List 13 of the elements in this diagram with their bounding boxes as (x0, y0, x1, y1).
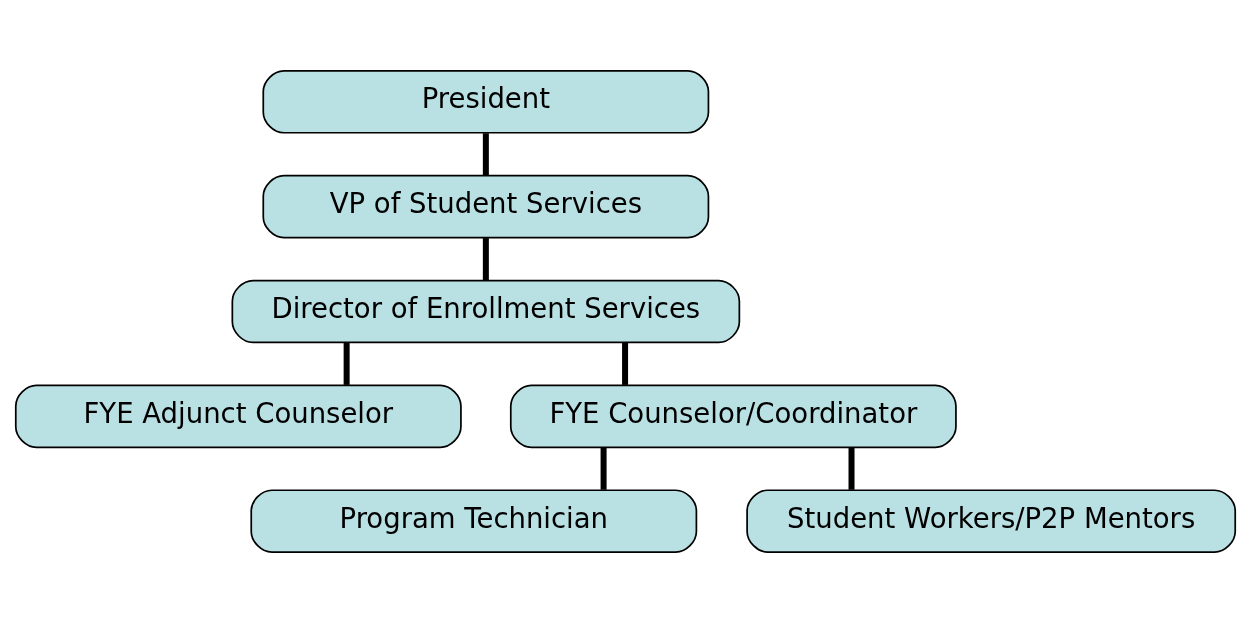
node-box: Student Workers/P2P Mentors (746, 489, 1237, 553)
connector (848, 447, 855, 490)
node-box: VP of Student Services (262, 174, 710, 239)
connector (482, 238, 489, 281)
node-box: FYE Counselor/Coordinator (509, 384, 957, 449)
connector (600, 447, 607, 490)
node-box: Program Technician (250, 489, 698, 553)
connector (343, 342, 350, 385)
node-box: President (262, 70, 710, 134)
node-box: FYE Adjunct Counselor (14, 384, 462, 449)
connector (622, 342, 629, 385)
node-box: Director of Enrollment Services (231, 279, 741, 344)
connector (482, 133, 489, 176)
